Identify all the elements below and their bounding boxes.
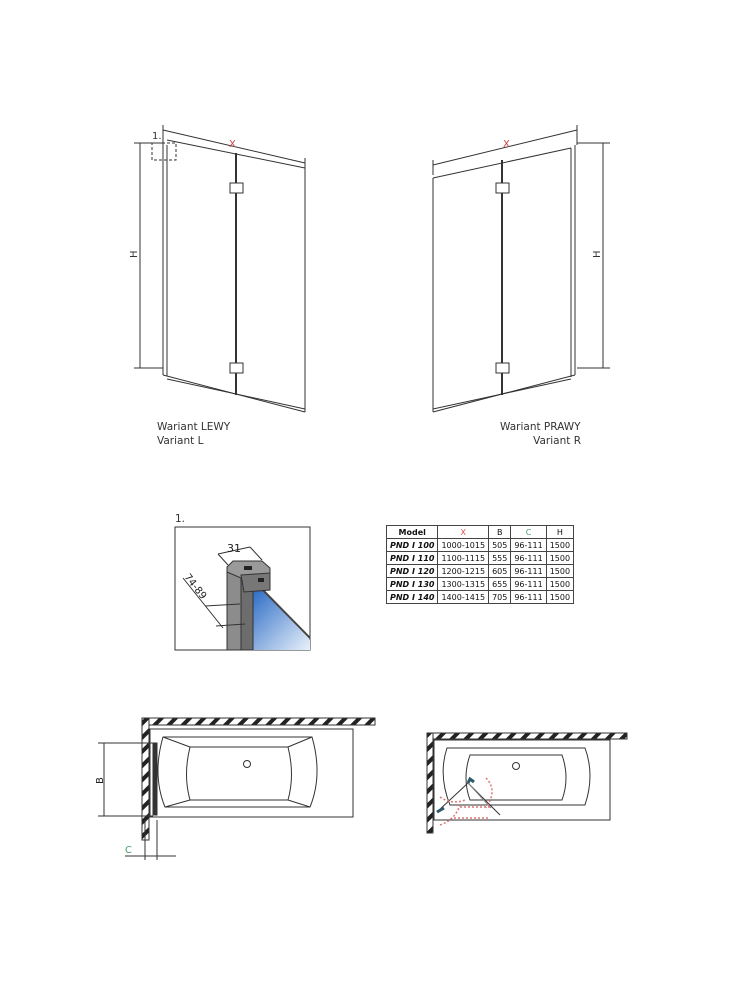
header-b: B [488, 525, 512, 539]
cell-b: 555 [488, 551, 512, 565]
cell-x: 1300-1315 [437, 577, 490, 591]
cell-c: 96-111 [510, 590, 547, 604]
detail-width-dim: 31 [227, 542, 241, 555]
cell-c: 96-111 [510, 538, 547, 552]
cell-model: PND I 110 [385, 551, 439, 565]
dim-b-label: B [95, 777, 106, 784]
cell-c: 96-111 [510, 564, 547, 578]
cell-model: PND I 120 [385, 564, 439, 578]
cell-model: PND I 100 [385, 538, 439, 552]
cell-h: 1500 [545, 564, 575, 578]
cell-h: 1500 [545, 590, 575, 604]
top-view-right [426, 732, 628, 834]
cell-h: 1500 [545, 577, 575, 591]
right-caption-en: Variant R [533, 435, 581, 447]
cell-model: PND I 130 [385, 577, 439, 591]
dim-c-label: C [125, 845, 132, 856]
header-model: Model [385, 525, 439, 539]
cell-x: 1100-1115 [437, 551, 490, 565]
cell-b: 655 [488, 577, 512, 591]
variant-left-drawing [134, 125, 306, 413]
table-header-row: Model X B C H [385, 525, 575, 539]
cell-h: 1500 [545, 538, 575, 552]
detail-profile-drawing [174, 526, 311, 651]
header-c: C [510, 525, 547, 539]
right-width-label: X [503, 139, 510, 150]
left-caption-pl: Wariant LEWY [157, 421, 231, 433]
cell-x: 1200-1215 [437, 564, 490, 578]
detail-marker: 1. [152, 131, 162, 142]
cell-b: 605 [488, 564, 512, 578]
detail-number: 1. [175, 513, 185, 525]
cell-b: 705 [488, 590, 512, 604]
cell-model: PND I 140 [385, 590, 439, 604]
cell-c: 96-111 [510, 577, 547, 591]
left-width-label: X [229, 139, 236, 150]
left-caption-en: Variant L [157, 435, 204, 447]
cell-c: 96-111 [510, 551, 547, 565]
cell-b: 505 [488, 538, 512, 552]
header-h: H [545, 525, 575, 539]
cell-h: 1500 [545, 551, 575, 565]
cell-x: 1000-1015 [437, 538, 490, 552]
right-height-label: H [592, 250, 603, 258]
top-view-left [98, 717, 376, 860]
left-height-label: H [129, 250, 140, 258]
header-x: X [437, 525, 490, 539]
variant-right-drawing [432, 125, 610, 413]
right-caption-pl: Wariant PRAWY [500, 421, 581, 433]
cell-x: 1400-1415 [437, 590, 490, 604]
